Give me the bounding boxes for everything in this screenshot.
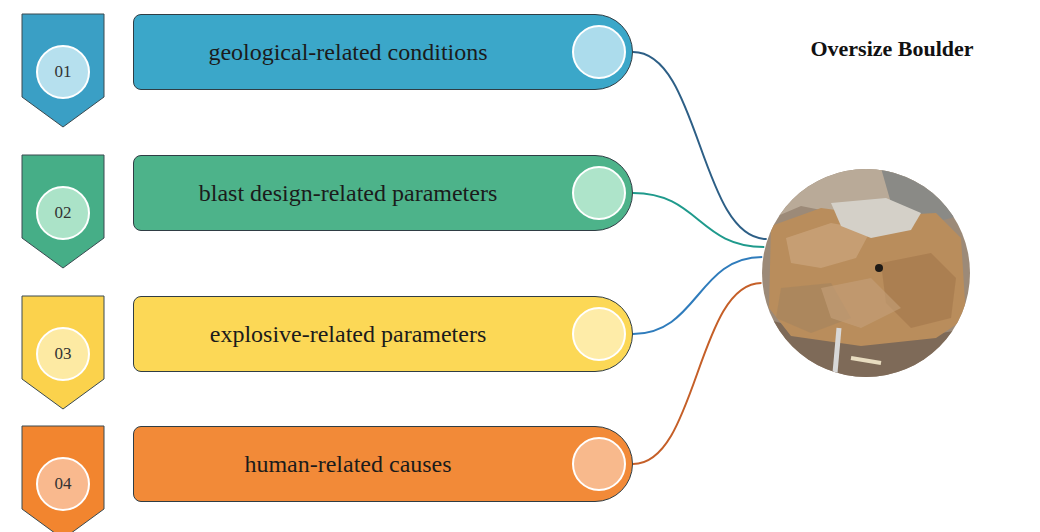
cause-label: geological-related conditions	[208, 39, 487, 66]
cause-connector	[633, 283, 761, 464]
bar-circle	[572, 25, 626, 79]
cause-connector	[633, 193, 764, 247]
callout-number: 02	[55, 203, 72, 223]
boulder-title: Oversize Boulder	[810, 36, 973, 62]
callout-number: 03	[55, 344, 72, 364]
callout-number: 04	[55, 474, 72, 494]
cause-bar: human-related causes	[133, 426, 633, 502]
number-circle	[37, 458, 89, 510]
chevron-shape	[22, 14, 104, 127]
number-circle	[37, 328, 89, 380]
bar-circle	[572, 437, 626, 491]
cause-label: blast design-related parameters	[199, 180, 498, 207]
bar-circle	[572, 166, 626, 220]
number-tab: 03	[22, 296, 104, 409]
boulder-circle: Oversize Boulder	[761, 168, 971, 378]
cause-connector	[633, 257, 762, 334]
chevron-shape	[22, 426, 104, 532]
number-tab: 02	[22, 155, 104, 268]
number-tab: 04	[22, 426, 104, 532]
number-circle	[37, 46, 89, 98]
cause-bar: explosive-related parameters	[133, 296, 633, 372]
chevron-shape	[22, 296, 104, 409]
cause-label: explosive-related parameters	[210, 321, 487, 348]
cause-connector	[633, 52, 767, 239]
cause-label: human-related causes	[244, 451, 451, 478]
number-tab: 01	[22, 14, 104, 127]
cause-bar: geological-related conditions	[133, 14, 633, 90]
boulder-photo	[761, 168, 971, 378]
cause-bar: blast design-related parameters	[133, 155, 633, 231]
number-circle	[37, 187, 89, 239]
callout-number: 01	[55, 62, 72, 82]
chevron-shape	[22, 155, 104, 268]
bar-circle	[572, 307, 626, 361]
